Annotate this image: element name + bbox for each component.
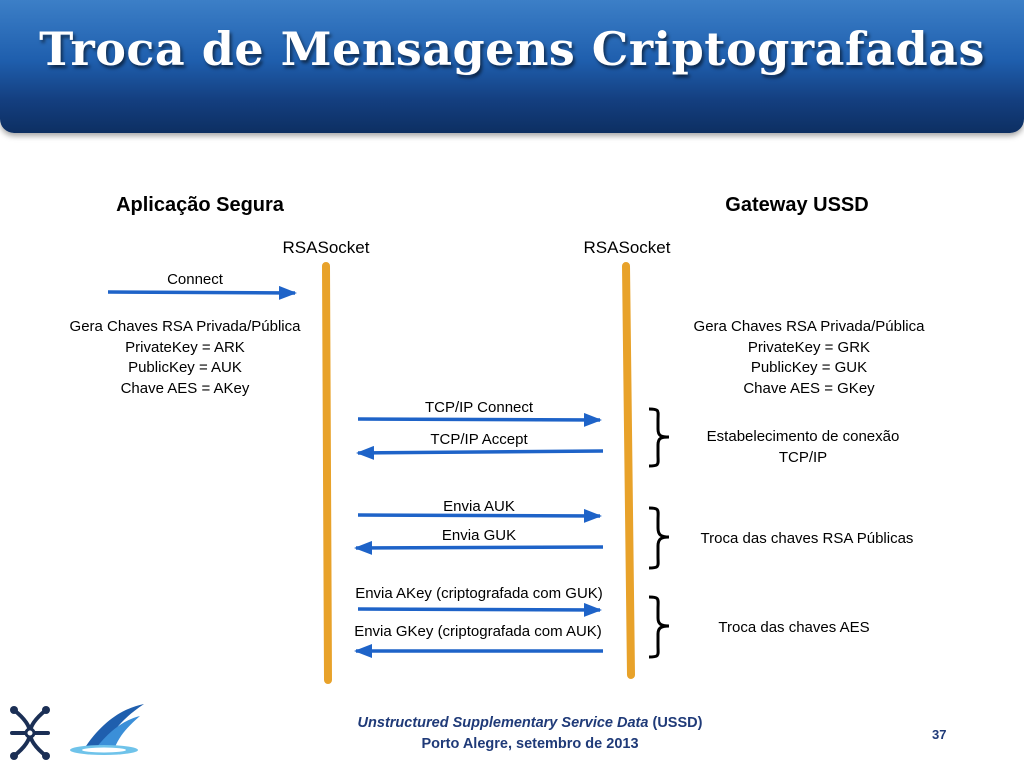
label-send-auk: Envia AUK bbox=[443, 498, 515, 515]
note-right-line: PrivateKey = GRK bbox=[747, 338, 871, 356]
note-left-line: PublicKey = AUK bbox=[128, 359, 242, 376]
phase-connection-label: Estabelecimento de conexão TCP/IP bbox=[707, 427, 900, 468]
arrow-send-akey bbox=[357, 602, 602, 617]
note-left-keys: Gera Chaves RSA Privada/Pública PrivateK… bbox=[70, 317, 301, 399]
title-banner: Troca de Mensagens Criptografadas bbox=[0, 0, 1024, 133]
phase-rsa-label: Troca das chaves RSA Públicas bbox=[700, 530, 914, 547]
institution-logo-icon bbox=[70, 704, 144, 755]
brace-aes-exchange bbox=[648, 595, 670, 659]
label-connect: Connect bbox=[167, 271, 223, 288]
phase-connection-line: TCP/IP bbox=[778, 448, 828, 466]
note-left-line: Gera Chaves RSA Privada/Pública bbox=[69, 318, 301, 335]
note-right-line: PublicKey = GUK bbox=[750, 359, 868, 376]
participant-left-name: Aplicação Segura bbox=[116, 194, 284, 216]
arrow-send-guk bbox=[354, 540, 604, 555]
footer-subtitle-italic: Unstructured Supplementary Service Data bbox=[357, 715, 649, 731]
arrow-tcp-connect bbox=[357, 412, 602, 427]
lifeline-right bbox=[622, 262, 635, 679]
footer-location-date: Porto Alegre, setembro de 2013 bbox=[421, 736, 639, 752]
page-number: 37 bbox=[932, 727, 947, 742]
phase-aes-label: Troca das chaves AES bbox=[718, 619, 870, 636]
footer-text: Unstructured Supplementary Service Data … bbox=[358, 713, 703, 755]
phase-connection-line: Estabelecimento de conexão bbox=[706, 428, 900, 445]
footer-subtitle: Unstructured Supplementary Service Data … bbox=[358, 713, 703, 734]
footer-subtitle-abbrev: (USSD) bbox=[648, 715, 703, 731]
label-tcp-accept: TCP/IP Accept bbox=[430, 431, 528, 448]
arrow-tcp-accept bbox=[356, 445, 604, 460]
note-right-line: Gera Chaves RSA Privada/Pública bbox=[693, 318, 925, 335]
lifeline-left-label: RSASocket bbox=[282, 238, 370, 257]
label-send-akey: Envia AKey (criptografada com GUK) bbox=[355, 585, 603, 602]
note-right-keys: Gera Chaves RSA Privada/Pública PrivateK… bbox=[694, 317, 925, 399]
note-right-line: Chave AES = GKey bbox=[743, 379, 875, 397]
network-logo-icon bbox=[10, 706, 50, 760]
participant-right-name: Gateway USSD bbox=[725, 194, 869, 216]
arrow-send-auk bbox=[357, 508, 602, 523]
label-send-guk: Envia GUK bbox=[441, 527, 517, 544]
brace-rsa-exchange bbox=[648, 506, 670, 570]
arrow-connect bbox=[107, 285, 297, 300]
label-send-gkey: Envia GKey (criptografada com AUK) bbox=[354, 623, 602, 640]
lifeline-left bbox=[322, 262, 332, 684]
note-left-line: Chave AES = AKey bbox=[120, 379, 250, 397]
slide-title: Troca de Mensagens Criptografadas bbox=[39, 22, 985, 76]
label-tcp-connect: TCP/IP Connect bbox=[424, 399, 534, 416]
lifeline-right-label: RSASocket bbox=[583, 238, 671, 257]
brace-connection bbox=[648, 407, 670, 468]
note-left-line: PrivateKey = ARK bbox=[125, 338, 245, 356]
